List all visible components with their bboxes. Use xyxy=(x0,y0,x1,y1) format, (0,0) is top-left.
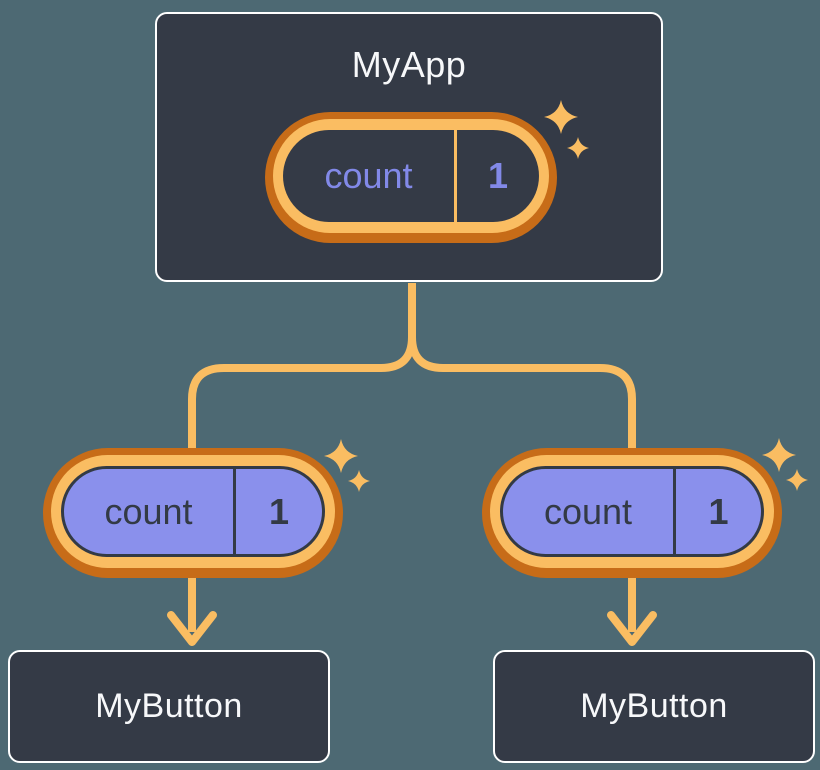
state-pill-root: count 1 xyxy=(265,112,557,243)
component-title: MyButton xyxy=(95,687,243,725)
component-node-mybutton-left: MyButton xyxy=(8,650,330,763)
state-label: count xyxy=(324,155,413,196)
pill-divider xyxy=(673,469,676,554)
pill-divider xyxy=(454,130,457,222)
state-value: 1 xyxy=(708,490,729,532)
arrow-down-icon xyxy=(607,611,657,646)
component-title: MyApp xyxy=(351,44,467,85)
state-value: 1 xyxy=(487,155,509,196)
pill-divider xyxy=(233,469,236,554)
state-pill-right: count 1 xyxy=(482,448,782,578)
state-value: 1 xyxy=(268,490,290,532)
state-label: count xyxy=(543,490,633,532)
connector-right-branch xyxy=(408,283,636,632)
component-title: MyButton xyxy=(580,687,728,725)
state-pill-left: count 1 xyxy=(43,448,343,578)
state-label: count xyxy=(104,490,193,532)
arrow-down-icon xyxy=(167,611,217,646)
component-node-mybutton-right: MyButton xyxy=(493,650,815,763)
